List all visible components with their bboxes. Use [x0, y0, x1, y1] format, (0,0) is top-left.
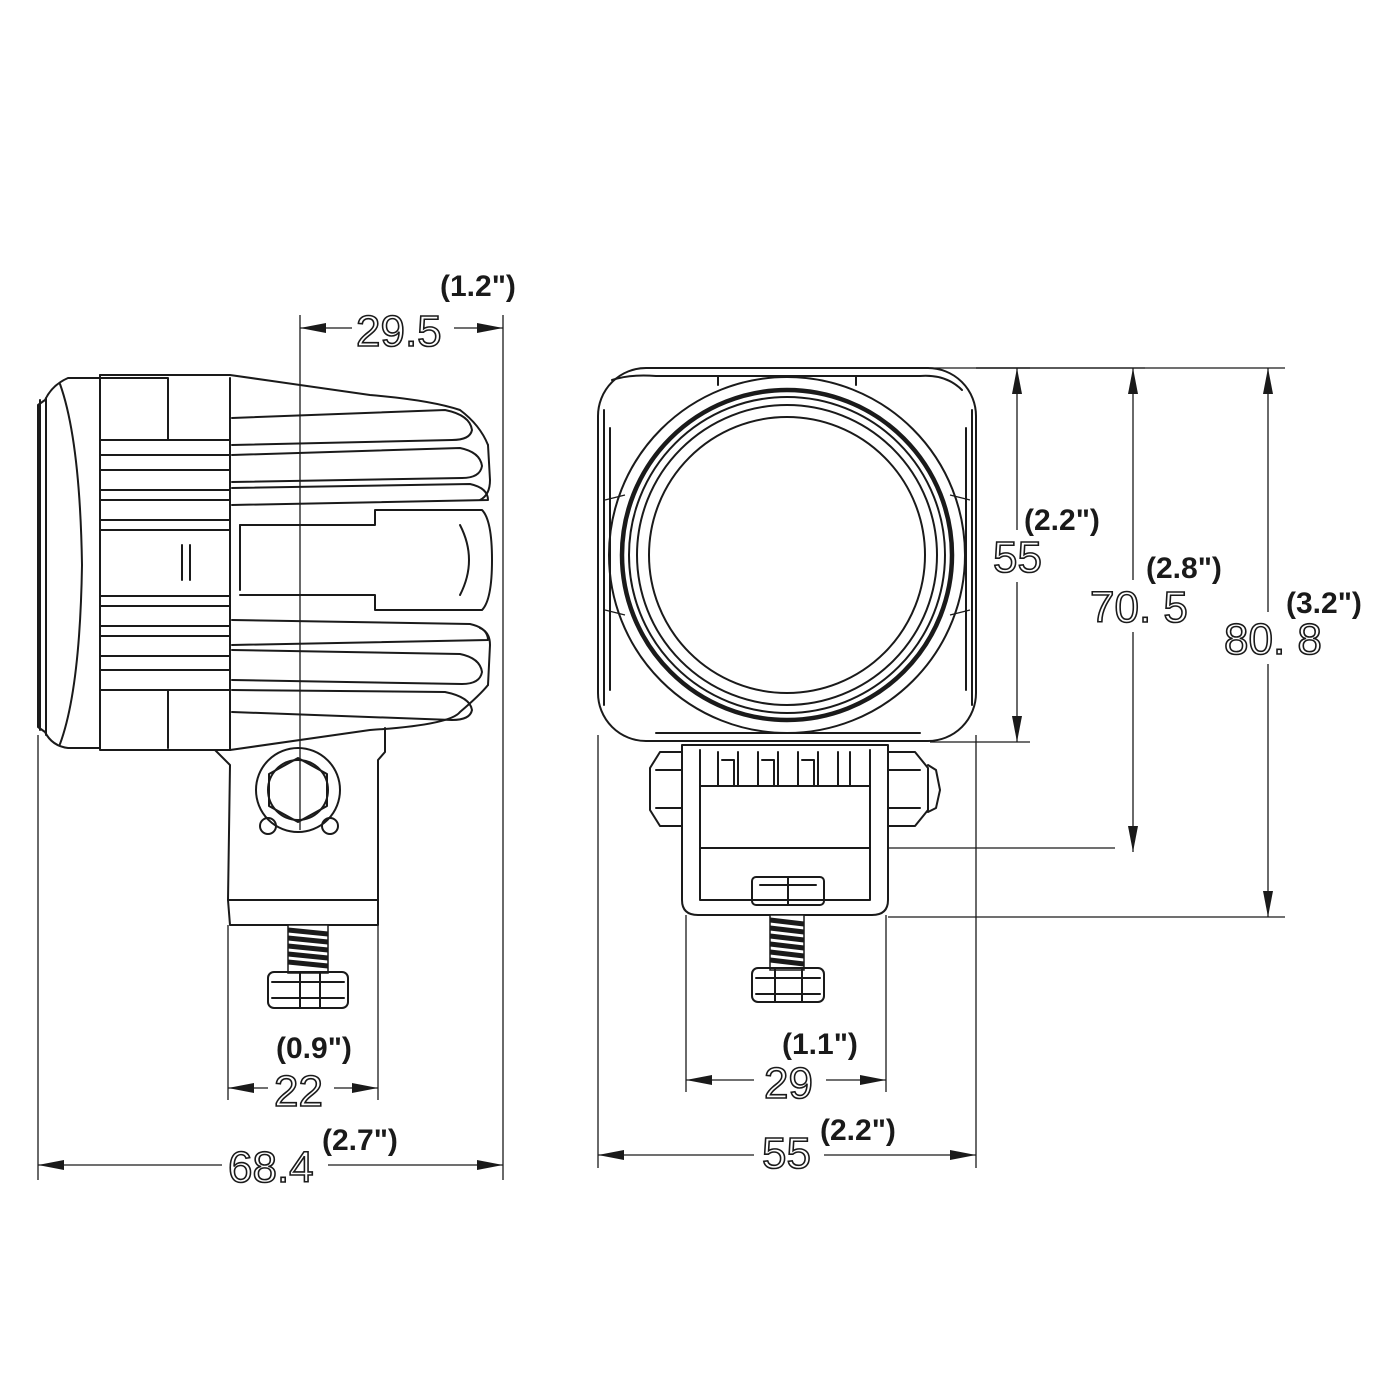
front-mid-mm: 70. 5 — [1090, 583, 1188, 632]
front-lens-mm: 55 — [993, 533, 1042, 582]
front-view — [597, 367, 977, 1003]
front-bracket — [649, 744, 941, 916]
dimension-side-depth — [300, 306, 504, 1180]
dimension-front-mid — [888, 367, 1203, 852]
front-width-mm: 55 — [762, 1129, 811, 1178]
dimension-front-bracket — [685, 915, 887, 1104]
front-bolt — [751, 914, 825, 1003]
side-view — [37, 315, 493, 1009]
side-bolt — [267, 924, 349, 1009]
front-bracket-inch: (1.1") — [782, 1028, 858, 1061]
side-bracket-inch: (0.9") — [276, 1032, 352, 1065]
dimension-front-width — [597, 735, 977, 1178]
side-length-mm: 68.4 — [228, 1143, 314, 1192]
front-total-inch: (3.2") — [1286, 587, 1362, 620]
side-length-inch: (2.7") — [322, 1124, 398, 1157]
side-depth-mm: 29.5 — [356, 307, 442, 356]
dimension-front-lens — [930, 367, 1052, 743]
side-bracket-mm: 22 — [274, 1067, 323, 1116]
front-total-mm: 80. 8 — [1224, 615, 1322, 664]
front-bracket-mm: 29 — [764, 1059, 813, 1108]
dimension-side-length — [37, 735, 503, 1188]
dimension-side-bracket — [227, 925, 379, 1112]
front-width-inch: (2.2") — [820, 1114, 896, 1147]
front-mid-inch: (2.8") — [1146, 552, 1222, 585]
dimension-front-total — [888, 367, 1338, 918]
front-lens-inch: (2.2") — [1024, 504, 1100, 537]
side-depth-inch: (1.2") — [440, 270, 516, 303]
